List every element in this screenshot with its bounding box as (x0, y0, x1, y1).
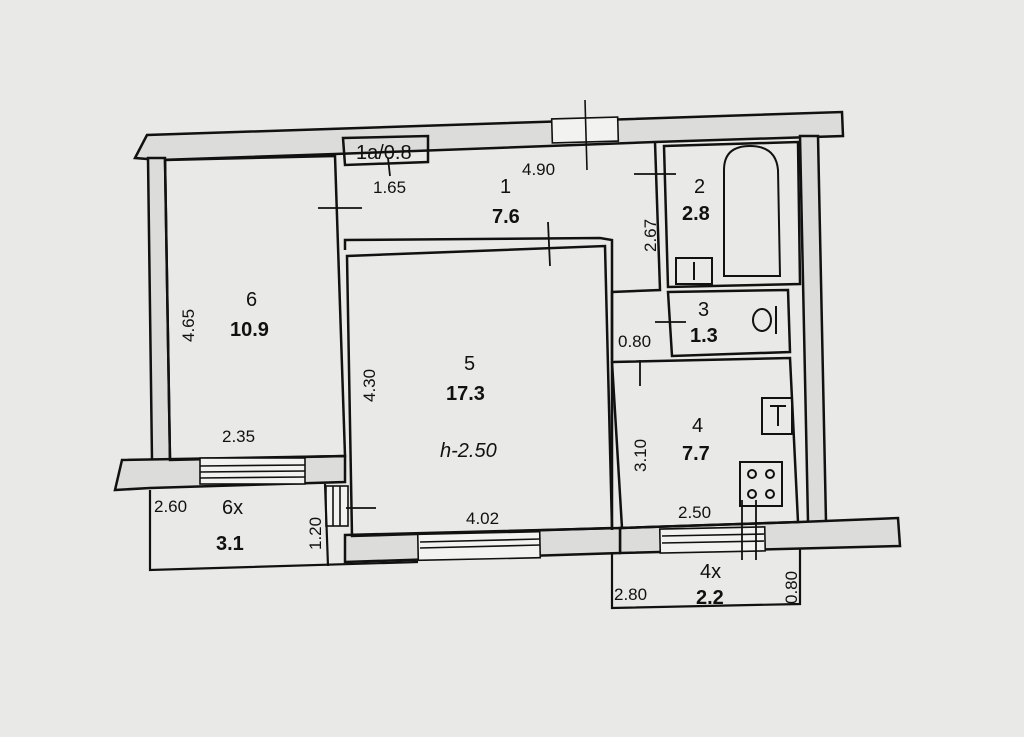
room-3-outline (666, 288, 792, 358)
balcony-6x-number: 6x (222, 497, 243, 519)
interior-walls (163, 134, 802, 538)
balcony-4x-depth: 0.80 (782, 571, 801, 604)
balcony-4x-outline (610, 548, 802, 610)
room-6-area: 10.9 (230, 319, 269, 341)
toilet-icon (752, 308, 772, 332)
room-4-number: 4 (692, 415, 703, 437)
balcony-6x-divider (323, 483, 330, 567)
window-top (550, 116, 620, 144)
window-room-4 (658, 526, 767, 554)
room-2-height: 2.67 (641, 219, 660, 252)
room-5-width: 4.02 (466, 509, 499, 528)
kitchen-sink-icon (761, 397, 793, 435)
room-5-outline (345, 244, 614, 538)
room-6-width: 2.35 (222, 427, 255, 446)
closet-1a-box (341, 134, 430, 167)
room-5-area: 17.3 (446, 383, 485, 405)
room-1-area: 7.6 (492, 206, 520, 228)
balcony-4x-area: 2.2 (696, 587, 724, 609)
balcony-4x-number: 4x (700, 561, 721, 583)
bath-sink-icon (675, 257, 713, 285)
balconies (148, 483, 802, 610)
windows (199, 99, 767, 562)
balcony-door-6x (325, 485, 349, 527)
room-5-number: 5 (464, 353, 475, 375)
bath-left-wall (610, 141, 662, 360)
balcony-6x-area: 3.1 (216, 533, 244, 555)
room-1-number: 1 (500, 176, 511, 198)
closet-1a-label: 1a/0.8 (356, 142, 412, 164)
room-5-ceiling-height: h-2.50 (440, 440, 497, 462)
window-top-mark (584, 99, 588, 171)
room-3-width: 0.80 (618, 332, 651, 351)
room-4-outline (610, 356, 800, 530)
room-2-outline (662, 140, 802, 289)
balcony-6x-width: 2.60 (154, 497, 187, 516)
bathtub-icon (723, 144, 782, 277)
room-2-number: 2 (694, 176, 705, 198)
room-6-outline (163, 154, 347, 462)
room-3-number: 3 (698, 299, 709, 321)
balcony-4x-width: 2.80 (614, 585, 647, 604)
room-3-area: 1.3 (690, 325, 718, 347)
balcony-6x-depth: 1.20 (306, 517, 325, 550)
room-4-width: 2.50 (678, 503, 711, 522)
room-4-area: 7.7 (682, 443, 710, 465)
closet-1a-width: 1.65 (373, 178, 406, 197)
door-marks (318, 157, 757, 560)
room-6-height: 4.65 (179, 309, 198, 342)
fixtures (675, 144, 793, 507)
room-6-number: 6 (246, 289, 257, 311)
room-2-area: 2.8 (682, 203, 710, 225)
room-4-height: 3.10 (631, 439, 650, 472)
room-5-height: 4.30 (360, 369, 379, 402)
stove-icon (739, 461, 783, 507)
room-1-width: 4.90 (522, 160, 555, 179)
